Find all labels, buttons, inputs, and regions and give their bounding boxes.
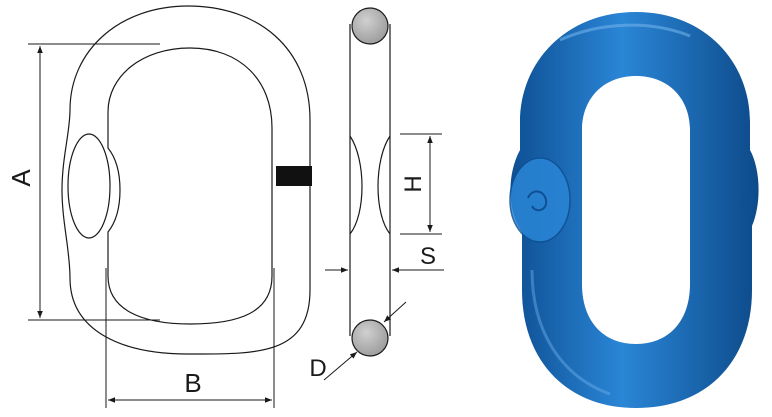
side-top-rod-section — [351, 7, 389, 45]
blue-master-link-photo — [509, 12, 759, 408]
blue-link-left-boss — [509, 157, 571, 243]
dimension-a — [28, 43, 160, 321]
dimension-a-label: A — [6, 169, 36, 187]
dimension-b — [105, 268, 275, 408]
front-boss-oval — [67, 133, 111, 239]
dimension-h-label: H — [400, 175, 427, 192]
blue-link-stamp-right — [740, 192, 754, 210]
side-view-drawing — [349, 24, 391, 336]
dimension-h — [400, 133, 442, 235]
blue-link-highlight — [559, 23, 691, 42]
side-bottom-rod-section — [351, 319, 389, 357]
weld-mark — [276, 166, 312, 186]
blue-link-body — [510, 12, 759, 408]
dimension-s-label: S — [420, 243, 436, 270]
dimension-d-label: D — [309, 355, 326, 382]
front-inner-outline — [107, 47, 273, 325]
front-view-drawing — [61, 5, 311, 355]
blue-link-stamp-left — [527, 190, 548, 212]
dimension-b-label: B — [184, 368, 201, 398]
dimension-d — [323, 301, 407, 381]
front-outer-outline — [61, 5, 311, 355]
